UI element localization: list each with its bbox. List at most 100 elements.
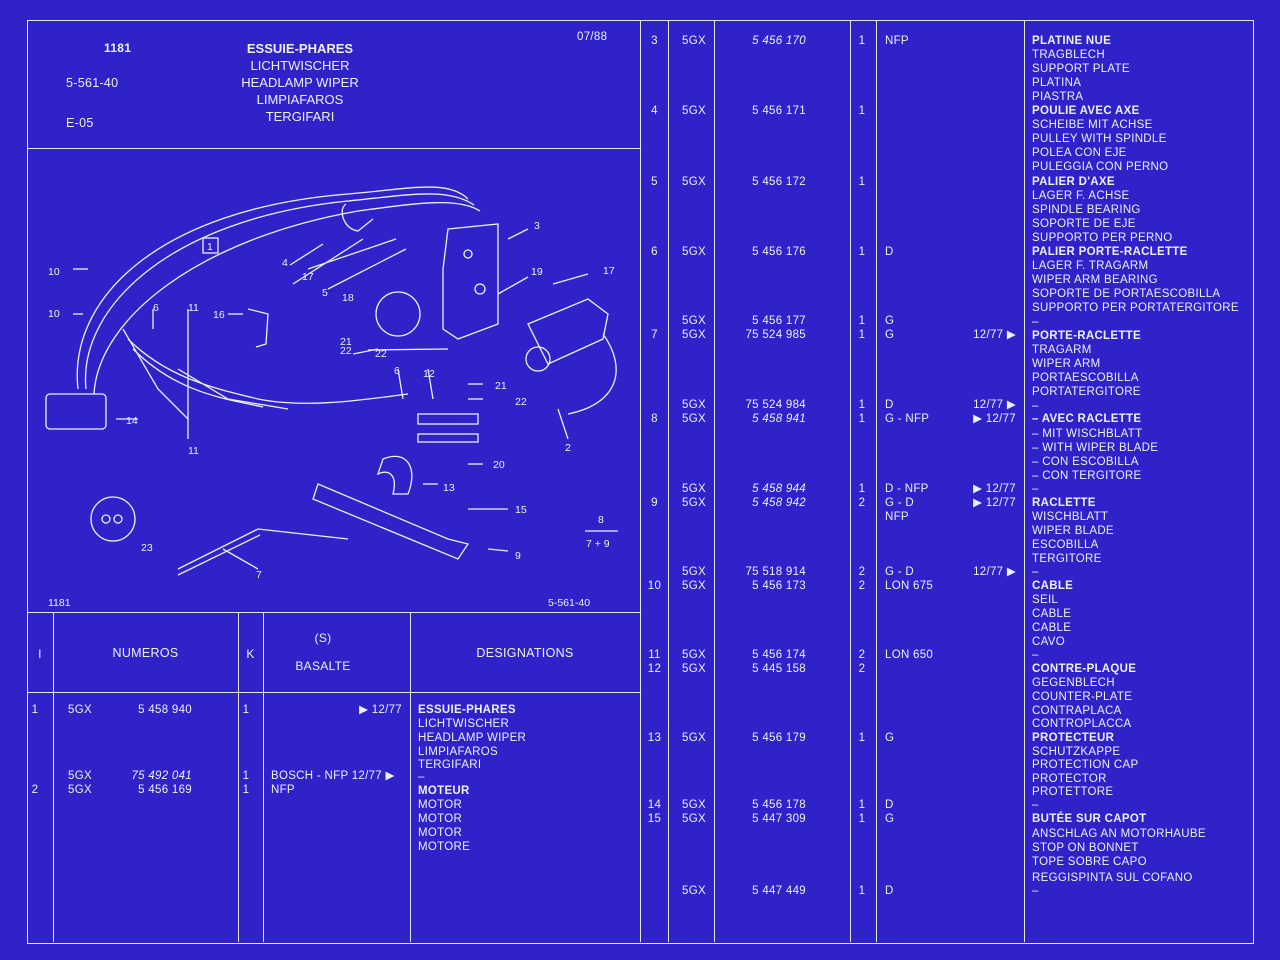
colheader-bottom-line xyxy=(27,692,640,693)
left-designation-line: MOTOR xyxy=(418,799,463,811)
diagram-bottom-line xyxy=(27,612,640,613)
right-row-date: 12/77 ▶ xyxy=(973,566,1016,578)
diagram-callout: 13 xyxy=(443,482,455,494)
left-designation-line: MOTEUR xyxy=(418,785,470,797)
diagram-callout: 5 xyxy=(322,287,328,299)
right-row-note: NFP xyxy=(885,35,909,47)
right-designation-line: RACLETTE xyxy=(1032,497,1096,509)
right-designation-line: – WITH WIPER BLADE xyxy=(1032,442,1159,454)
right-designation-line: – xyxy=(1032,316,1039,328)
right-designation-line: COUNTER-PLATE xyxy=(1032,691,1133,703)
diagram-callout: 7 xyxy=(256,569,262,581)
colhead-designations: DESIGNATIONS xyxy=(476,646,574,660)
diagram-callout: 22 xyxy=(515,396,527,408)
right-designation-line: – AVEC RACLETTE xyxy=(1032,413,1142,425)
right-row-note: NFP xyxy=(885,511,909,523)
right-row-number: 5 456 178 xyxy=(752,799,806,811)
header-title-line: TERGIFARI xyxy=(265,109,335,124)
divider-left-k xyxy=(238,612,239,942)
right-designation-line: CABLE xyxy=(1032,608,1072,620)
colhead-s: (S) xyxy=(314,631,332,645)
left-designation-line: LICHTWISCHER xyxy=(418,718,510,730)
right-row-index: 6 xyxy=(651,246,658,258)
right-row-k: 1 xyxy=(858,105,866,117)
right-row-prefix: 5GX xyxy=(682,885,706,897)
left-row-number: 75 492 041 xyxy=(131,770,192,782)
left-row-prefix: 5GX xyxy=(68,784,92,796)
right-row-number: 5 456 171 xyxy=(752,105,806,117)
diagram-footer-right: 5-561-40 xyxy=(548,597,590,609)
right-row-prefix: 5GX xyxy=(682,483,706,495)
right-row-prefix: 5GX xyxy=(682,315,706,327)
diagram-callout: 19 xyxy=(531,266,543,278)
right-row-number: 5 456 173 xyxy=(752,580,806,592)
diagram-callout: 9 xyxy=(515,550,521,562)
right-row-index: 8 xyxy=(651,413,658,425)
right-row-index: 5 xyxy=(651,176,658,188)
right-designation-line: WIPER ARM xyxy=(1032,358,1101,370)
diagram-callout: 4 xyxy=(282,257,288,269)
divider-right-basalte xyxy=(876,20,877,942)
right-row-k: 1 xyxy=(858,329,866,341)
right-designation-line: WIPER ARM BEARING xyxy=(1032,274,1158,286)
left-row-note: BOSCH - NFP 12/77 ▶ xyxy=(271,770,395,782)
left-designation-line: MOTOR xyxy=(418,827,463,839)
right-row-note: LON 650 xyxy=(885,649,934,661)
right-row-k: 1 xyxy=(858,35,866,47)
right-designation-line: CONTRE-PLAQUE xyxy=(1032,663,1137,675)
left-row-k: 1 xyxy=(242,784,250,796)
right-designation-line: – xyxy=(1032,799,1039,811)
header-title-line: LICHTWISCHER xyxy=(250,58,350,73)
diagram-callout: 6 xyxy=(153,302,159,314)
right-row-number: 5 456 170 xyxy=(752,35,806,47)
right-designation-line: PALIER PORTE-RACLETTE xyxy=(1032,246,1188,258)
diagram-callout: 11 xyxy=(188,445,199,457)
right-row-number: 75 518 914 xyxy=(745,566,806,578)
right-designation-line: PORTE-RACLETTE xyxy=(1032,330,1141,342)
left-designation-line: LIMPIAFAROS xyxy=(418,746,498,758)
right-designation-line: SEIL xyxy=(1032,594,1059,606)
right-row-k: 2 xyxy=(858,566,866,578)
right-designation-line: ANSCHLAG AN MOTORHAUBE xyxy=(1032,828,1206,840)
right-designation-line: ESCOBILLA xyxy=(1032,539,1099,551)
right-row-number: 75 524 985 xyxy=(745,329,806,341)
right-designation-line: – xyxy=(1032,400,1039,412)
right-designation-line: STOP ON BONNET xyxy=(1032,842,1139,854)
right-row-k: 1 xyxy=(858,176,866,188)
colhead-numeros: NUMEROS xyxy=(112,646,179,660)
right-row-index: 3 xyxy=(651,35,658,47)
right-row-prefix: 5GX xyxy=(682,413,706,425)
right-designation-line: – xyxy=(1032,885,1039,897)
right-row-number: 5 445 158 xyxy=(752,663,806,675)
right-row-k: 2 xyxy=(858,663,866,675)
left-row-prefix: 5GX xyxy=(68,704,92,716)
right-designation-line: PROTECTION CAP xyxy=(1032,759,1139,771)
left-row-number: 5 456 169 xyxy=(138,784,192,796)
colhead-index: I xyxy=(38,647,42,661)
right-designation-line: – CON TERGITORE xyxy=(1032,470,1142,482)
right-designation-line: POLEA CON EJE xyxy=(1032,147,1127,159)
right-designation-line: TRAGBLECH xyxy=(1032,49,1105,61)
diagram-note-bottom: 7 + 9 xyxy=(586,538,610,550)
right-designation-line: – xyxy=(1032,566,1039,578)
right-designation-line: REGGISPINTA SUL COFANO xyxy=(1032,872,1193,884)
diagram-callout: 18 xyxy=(342,292,354,304)
right-designation-line: PORTATERGITORE xyxy=(1032,386,1141,398)
left-designation-line: TERGIFARI xyxy=(418,759,482,771)
header-title-line: HEADLAMP WIPER xyxy=(241,75,359,90)
diagram-callout: 2 xyxy=(565,442,571,454)
right-row-number: 5 456 176 xyxy=(752,246,806,258)
right-designation-line: SPINDLE BEARING xyxy=(1032,204,1141,216)
right-row-k: 2 xyxy=(858,497,866,509)
right-designation-line: TERGITORE xyxy=(1032,553,1102,565)
right-row-index: 14 xyxy=(647,799,662,811)
divider-right-k xyxy=(850,20,851,942)
right-designation-line: PULEGGIA CON PERNO xyxy=(1032,161,1169,173)
right-row-prefix: 5GX xyxy=(682,329,706,341)
right-row-date: ▶ 12/77 xyxy=(973,413,1016,425)
right-designation-line: PALIER D'AXE xyxy=(1032,176,1115,188)
